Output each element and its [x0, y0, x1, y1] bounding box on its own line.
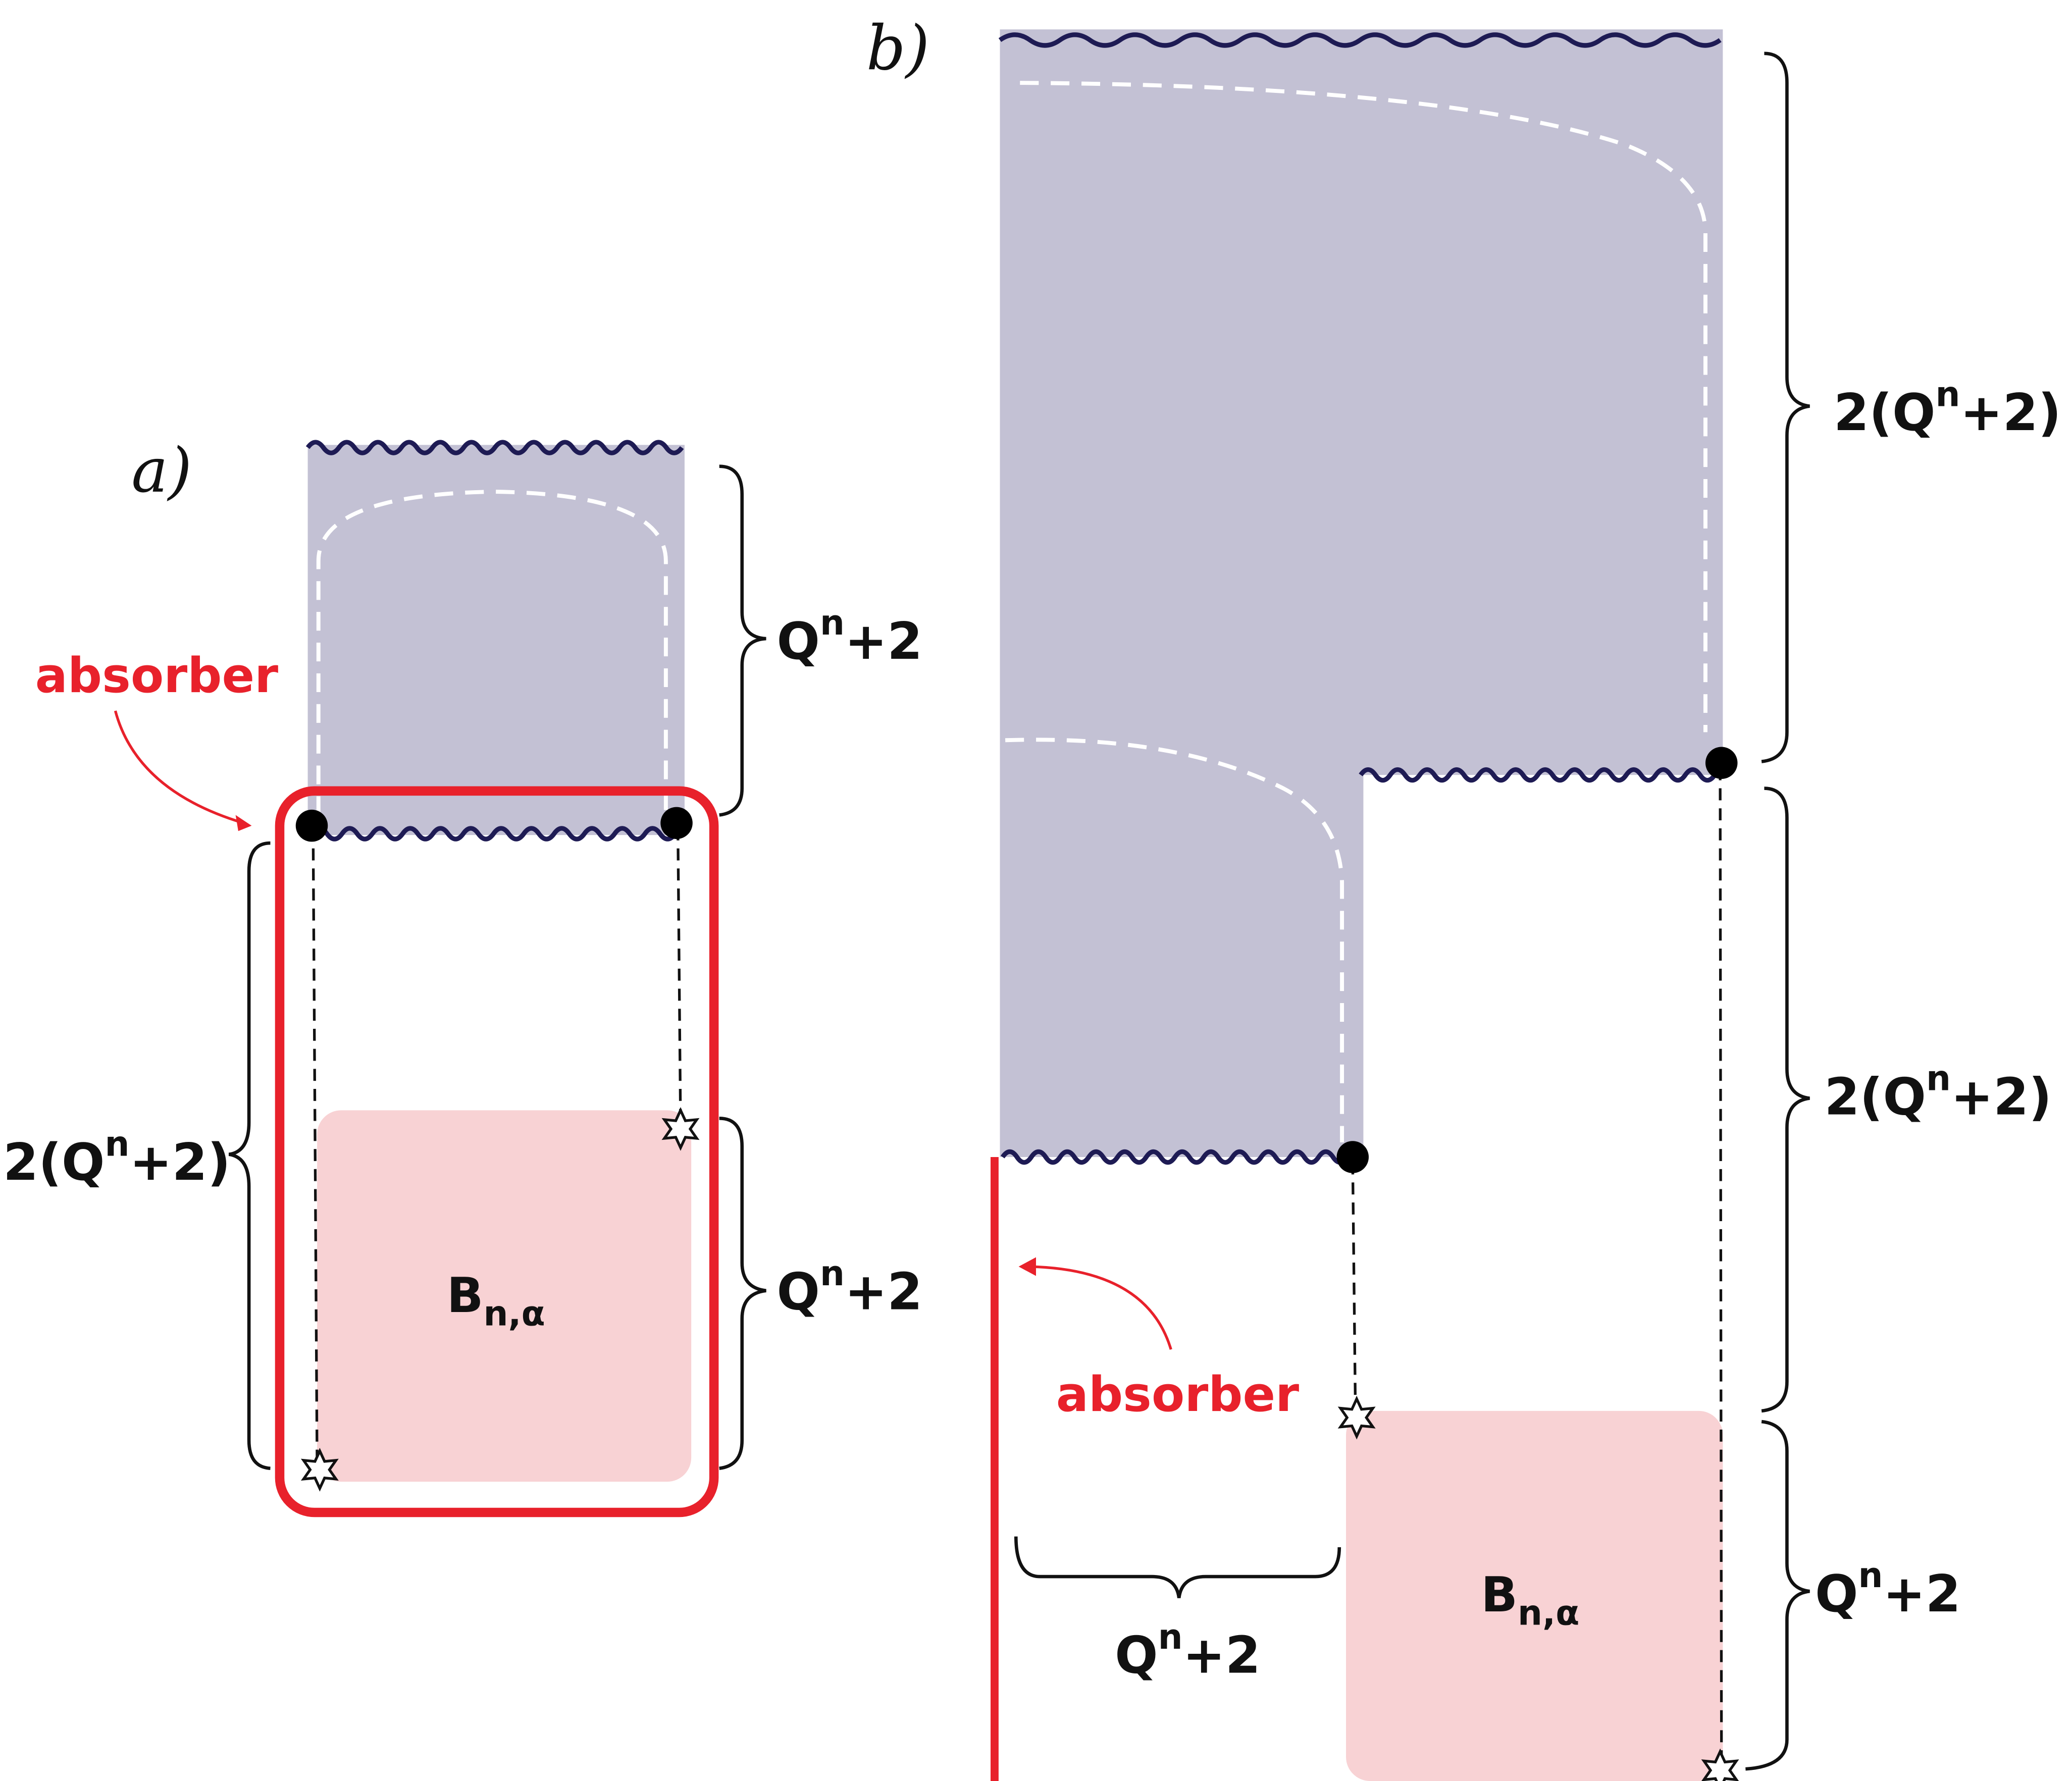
panel-a-right-trace	[677, 828, 682, 1125]
panel-b-bottom-wavy-edge	[1000, 1149, 1350, 1165]
panel-b-bottom-brace	[1014, 1536, 1341, 1598]
panel-a-label: a)	[131, 435, 192, 506]
panel-a-left-brace	[228, 841, 271, 1470]
panel-b-lower-brace-label: Qn+2	[1815, 1555, 1961, 1623]
panel-a-top-brace-label: Qn+2	[777, 603, 923, 671]
panel-b-absorber-arrow	[1029, 1265, 1172, 1350]
panel-b-upper-dashed-contour	[1020, 81, 1707, 732]
panel-a-block-label: Bn,α	[447, 1268, 545, 1334]
panel-b-step-wavy-edge	[1359, 767, 1717, 783]
panel-a-left-node	[295, 809, 328, 842]
panel-b-absorber-arrowhead	[1018, 1257, 1036, 1276]
panel-b-shaded-region	[1000, 29, 1723, 1158]
panel-a-block	[317, 1110, 692, 1482]
panel-a-top-brace	[719, 464, 766, 817]
panel-a-bottom-wavy-edge	[309, 826, 678, 842]
panel-b-upper-brace	[1761, 51, 1810, 763]
panel-b-label: b)	[866, 13, 929, 84]
panel-b-lower-brace	[1745, 1420, 1810, 1771]
panel-b-left-trace	[1351, 1162, 1357, 1406]
panel-a-absorber-label: absorber	[35, 648, 278, 704]
panel-b-upper-brace-label: 2(Qn+2)	[1834, 375, 2061, 443]
panel-b-middle-brace-label: 2(Qn+2)	[1825, 1059, 2052, 1127]
panel-a: a) absorber Qn+2 2(Qn+2) Qn+2 Bn,α	[3, 435, 923, 1517]
panel-a-shaded-region	[307, 445, 685, 835]
panel-a-dashed-contour	[316, 490, 668, 815]
panel-b-block-label: Bn,α	[1481, 1567, 1579, 1633]
panel-b-right-trace	[1719, 768, 1723, 1761]
panel-b-bottom-brace-label: Qn+2	[1115, 1617, 1261, 1685]
panel-b-lower-node	[1336, 1141, 1369, 1173]
panel-b-lower-dashed-contour	[1005, 738, 1344, 1142]
panel-b-upper-node	[1705, 747, 1738, 779]
panel-a-absorber-arrowhead	[235, 815, 252, 831]
panel-b-middle-brace	[1761, 787, 1810, 1413]
panel-a-right-node	[660, 807, 693, 840]
panel-a-absorber-box	[275, 786, 719, 1517]
panel-a-left-trace	[312, 828, 319, 1466]
panel-b-top-wavy-edge	[998, 32, 1722, 48]
panel-a-absorber-arrow	[114, 710, 244, 824]
panel-a-left-brace-label: 2(Qn+2)	[3, 1124, 231, 1192]
panel-b-absorber-label: absorber	[1056, 1367, 1299, 1423]
panel-a-block-brace-label: Qn+2	[777, 1253, 923, 1322]
panel-a-top-wavy-edge	[305, 440, 684, 455]
panel-b: b) absorber 2(Qn+2) 2(Qn+2) Qn+2 Qn	[866, 13, 2061, 1781]
panel-a-block-brace	[719, 1116, 766, 1470]
panel-b-block	[1346, 1410, 1723, 1781]
